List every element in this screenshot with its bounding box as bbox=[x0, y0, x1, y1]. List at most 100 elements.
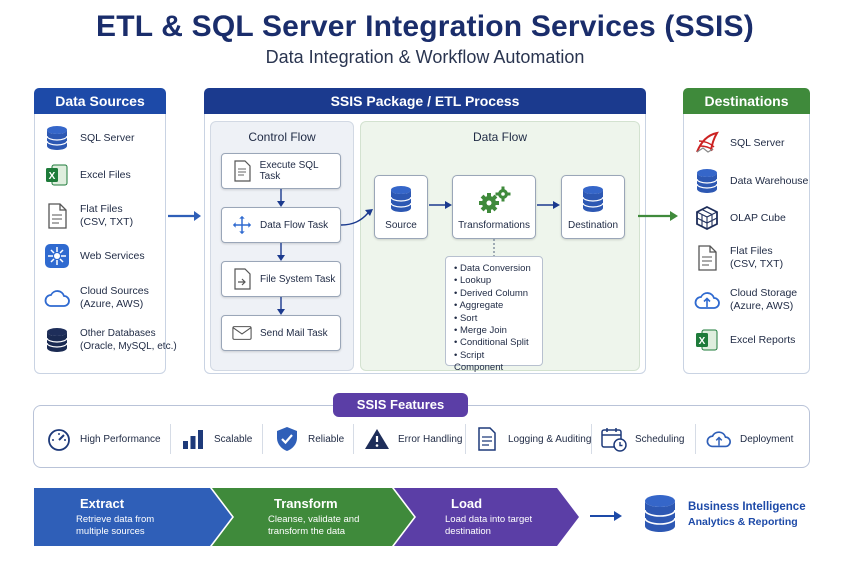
features-heading: SSIS Features bbox=[333, 393, 468, 417]
ssis-package-heading: SSIS Package / ETL Process bbox=[204, 88, 646, 114]
feature-scheduling: Scheduling bbox=[601, 425, 684, 453]
sql-server-logo-icon bbox=[694, 130, 720, 156]
dataflow-source-label: Source bbox=[385, 220, 417, 231]
transform-list-connector bbox=[493, 239, 495, 257]
database-icon bbox=[375, 185, 427, 213]
transformation-item: Merge Join bbox=[454, 325, 534, 337]
feature-scalable: Scalable bbox=[180, 425, 252, 453]
bar-chart-icon bbox=[180, 426, 206, 452]
dataflow-source[interactable]: Source bbox=[374, 175, 428, 239]
source-item-web-services[interactable]: Web Services bbox=[44, 243, 145, 269]
feature-label: High Performance bbox=[80, 433, 161, 445]
feature-label: Reliable bbox=[308, 433, 345, 445]
task-label: Send Mail Task bbox=[260, 327, 328, 339]
feature-divider bbox=[695, 424, 696, 454]
destination-item-olap-cube[interactable]: OLAP Cube bbox=[694, 205, 786, 231]
dataflow-transform-label: Transformations bbox=[458, 220, 530, 231]
bi-subtitle: Analytics & Reporting bbox=[688, 516, 798, 528]
step-description: Cleanse, validate and transform the data bbox=[268, 514, 360, 537]
transformation-item: Script Component bbox=[454, 350, 534, 375]
dataflow-transformations[interactable]: Transformations bbox=[452, 175, 536, 239]
destination-item-flat-files[interactable]: Flat Files (CSV, TXT) bbox=[694, 245, 783, 271]
database-icon bbox=[562, 185, 624, 213]
database-stack-icon bbox=[44, 327, 70, 353]
data-flow-heading: Data Flow bbox=[472, 130, 528, 144]
feature-label: Deployment bbox=[740, 433, 794, 445]
destination-label: SQL Server bbox=[730, 136, 785, 149]
control-flow-heading: Control Flow bbox=[248, 130, 316, 144]
destination-label: Cloud Storage (Azure, AWS) bbox=[730, 287, 798, 312]
feature-reliable: Reliable bbox=[274, 425, 344, 453]
page-subtitle: Data Integration & Workflow Automation bbox=[265, 47, 585, 67]
feature-high-performance: High Performance bbox=[46, 425, 161, 453]
source-item-other-databases[interactable]: Other Databases (Oracle, MySQL, etc.) bbox=[44, 327, 177, 353]
source-label: Web Services bbox=[80, 249, 145, 262]
transformation-item: Data Conversion bbox=[454, 263, 534, 275]
dataflow-destination[interactable]: Destination bbox=[561, 175, 625, 239]
destination-item-cloud-storage[interactable]: Cloud Storage (Azure, AWS) bbox=[694, 287, 797, 313]
source-label: Cloud Sources (Azure, AWS) bbox=[80, 285, 149, 310]
source-label: Flat Files (CSV, TXT) bbox=[80, 203, 134, 228]
task-send-mail[interactable]: Send Mail Task bbox=[221, 315, 341, 351]
file-icon bbox=[694, 245, 720, 271]
destination-item-data-warehouse[interactable]: Data Warehouse bbox=[694, 168, 808, 194]
gears-icon bbox=[453, 185, 535, 215]
destination-item-sql-server[interactable]: SQL Server bbox=[694, 130, 784, 156]
step-description: Retrieve data from multiple sources bbox=[76, 514, 155, 537]
arrow-source-to-transform bbox=[429, 201, 452, 209]
step-load: Load Load data into target destination bbox=[394, 488, 574, 546]
web-services-icon bbox=[44, 243, 70, 269]
task-execute-sql[interactable]: Execute SQL Task bbox=[221, 153, 341, 189]
task-data-flow[interactable]: Data Flow Task bbox=[221, 207, 341, 243]
control-flow-connectors bbox=[277, 189, 285, 315]
database-icon bbox=[694, 168, 720, 194]
step-title: Extract bbox=[80, 496, 125, 511]
file-transfer-icon bbox=[232, 268, 252, 290]
transformations-list: Data Conversion Lookup Derived Column Ag… bbox=[445, 256, 543, 373]
source-label: Other Databases (Oracle, MySQL, etc.) bbox=[80, 328, 177, 352]
task-label: File System Task bbox=[260, 273, 336, 285]
cube-icon bbox=[694, 205, 720, 231]
feature-error-handling: Error Handling bbox=[364, 425, 462, 453]
destination-label: Flat Files (CSV, TXT) bbox=[730, 245, 784, 270]
excel-icon: X bbox=[694, 327, 720, 353]
step-description: Load data into target destination bbox=[445, 514, 533, 537]
source-item-cloud[interactable]: Cloud Sources (Azure, AWS) bbox=[44, 285, 149, 311]
task-label: Data Flow Task bbox=[260, 219, 329, 231]
task-file-system[interactable]: File System Task bbox=[221, 261, 341, 297]
gauge-icon bbox=[46, 426, 72, 452]
destination-label: Data Warehouse bbox=[730, 174, 809, 187]
source-label: Excel Files bbox=[80, 168, 131, 181]
bi-title: Business Intelligence bbox=[688, 501, 806, 513]
destinations-heading: Destinations bbox=[683, 88, 810, 114]
dataflow-destination-label: Destination bbox=[567, 220, 619, 231]
calendar-clock-icon bbox=[601, 426, 627, 452]
destination-label: OLAP Cube bbox=[730, 211, 786, 224]
svg-text:X: X bbox=[699, 336, 706, 347]
cloud-upload-icon bbox=[694, 287, 720, 313]
step-title: Load bbox=[451, 496, 483, 511]
envelope-icon bbox=[232, 322, 252, 344]
sql-script-icon bbox=[232, 160, 252, 182]
excel-icon: X bbox=[44, 162, 70, 188]
arrow-load-to-bi bbox=[590, 511, 622, 521]
transformation-item: Aggregate bbox=[454, 300, 534, 312]
database-icon bbox=[44, 125, 70, 151]
source-item-flat-files[interactable]: Flat Files (CSV, TXT) bbox=[44, 203, 133, 229]
destination-label: Excel Reports bbox=[730, 333, 796, 346]
cloud-upload-icon bbox=[706, 426, 732, 452]
bi-target: Business Intelligence Analytics & Report… bbox=[688, 500, 806, 529]
destination-item-excel-reports[interactable]: X Excel Reports bbox=[694, 327, 795, 353]
arrow-task-to-dataflow bbox=[340, 209, 373, 226]
arrow-package-to-destinations bbox=[638, 211, 678, 221]
source-item-sql-server[interactable]: SQL Server bbox=[44, 125, 134, 151]
step-title: Transform bbox=[274, 496, 338, 511]
page-title: ETL & SQL Server Integration Services (S… bbox=[96, 10, 754, 43]
feature-label: Error Handling bbox=[398, 433, 463, 445]
warning-icon bbox=[364, 426, 390, 452]
data-sources-heading: Data Sources bbox=[34, 88, 166, 114]
transformation-item: Lookup bbox=[454, 275, 534, 287]
source-item-excel[interactable]: X Excel Files bbox=[44, 162, 131, 188]
feature-divider bbox=[465, 424, 466, 454]
log-document-icon bbox=[474, 426, 500, 452]
